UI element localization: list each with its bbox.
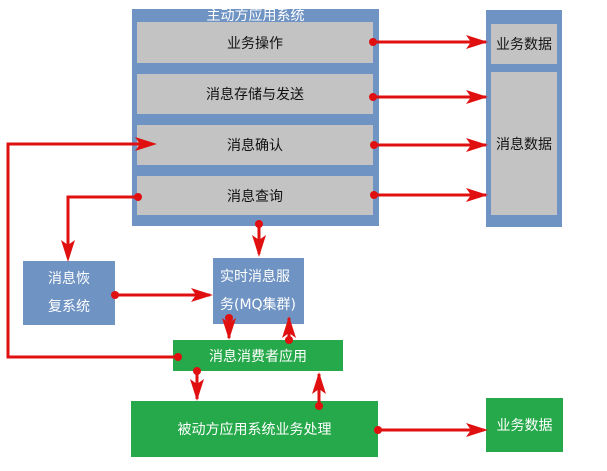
row-message-query-label: 消息查询	[227, 188, 283, 205]
storage-message-data-label: 消息数据	[496, 136, 552, 153]
arrowhead-up	[312, 372, 326, 394]
storage-business-data[interactable]: 业务数据	[491, 24, 557, 64]
dot-confirm	[370, 141, 378, 149]
passive-system-processing[interactable]: 被动方应用系统业务处理	[131, 401, 378, 457]
arrowhead-right	[466, 35, 488, 49]
recovery-line2: 复系统	[48, 299, 90, 315]
message-recovery-system[interactable]: 消息恢 复系统	[23, 261, 115, 325]
arrowhead-up	[282, 316, 296, 338]
dot-consumer-bottom	[193, 367, 201, 375]
arrowhead-down	[222, 318, 236, 340]
dot-query-left	[134, 193, 142, 201]
dot-active-bottom	[255, 220, 263, 228]
mq-line1: 实时消息服	[220, 269, 290, 285]
dot-store-send	[369, 93, 377, 101]
recovery-line1: 消息恢	[48, 271, 90, 287]
row-business-operation[interactable]: 业务操作	[137, 22, 373, 63]
dot-query-right	[370, 191, 378, 199]
row-message-confirm[interactable]: 消息确认	[137, 125, 373, 165]
mq-line2: 务(MQ集群)	[220, 297, 297, 313]
message-consumer-app[interactable]: 消息消费者应用	[173, 340, 343, 371]
connector-consumer-confirm-loop	[6, 142, 178, 359]
storage-business-data-label: 业务数据	[496, 37, 552, 53]
storage-message-data[interactable]: 消息数据	[491, 72, 557, 215]
active-system-title: 主动方应用系统	[206, 8, 305, 24]
arrowhead-right	[191, 288, 213, 302]
dot-consumer-top	[285, 336, 293, 344]
passive-business-data-label: 业务数据	[496, 418, 553, 434]
arrowhead-right	[466, 90, 488, 104]
arrowhead-right	[466, 138, 488, 152]
row-message-confirm-label: 消息确认	[227, 138, 283, 154]
arrowhead-down	[252, 235, 266, 257]
dot-recovery	[111, 291, 119, 299]
consumer-app-label: 消息消费者应用	[209, 348, 307, 365]
arrowhead-right	[466, 188, 488, 202]
row-message-query[interactable]: 消息查询	[137, 176, 373, 215]
row-business-operation-label: 业务操作	[227, 35, 283, 52]
connector-query-recovery	[66, 195, 138, 258]
arrowhead-right	[466, 423, 488, 437]
dot-business-op	[369, 38, 377, 46]
dot-mq-bottom	[225, 314, 233, 322]
arrowhead-down	[61, 240, 75, 262]
dot-passive-right	[374, 426, 382, 434]
row-message-store-send[interactable]: 消息存储与发送	[137, 74, 373, 114]
passive-system-label: 被动方应用系统业务处理	[177, 422, 332, 438]
dot-consumer-left	[174, 353, 182, 361]
mq-service[interactable]: 实时消息服 务(MQ集群)	[213, 258, 304, 324]
dot-passive-top	[315, 402, 323, 410]
arrowhead-down	[190, 379, 204, 401]
arrowhead-right	[135, 137, 157, 151]
row-message-store-send-label: 消息存储与发送	[206, 87, 304, 103]
passive-business-data[interactable]: 业务数据	[486, 398, 563, 452]
